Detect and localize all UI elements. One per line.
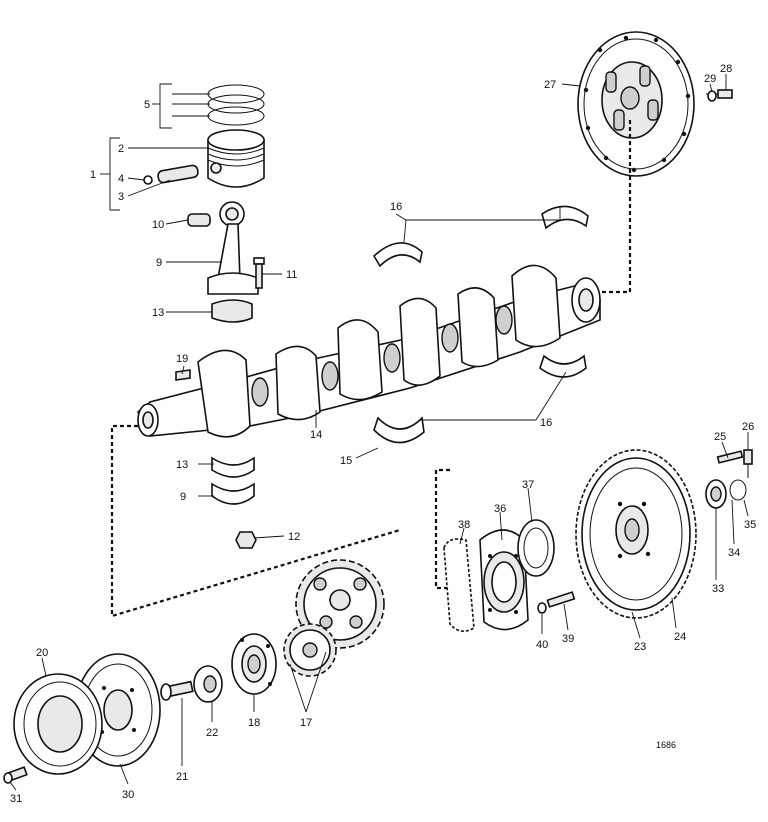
pulley-bolt [160, 680, 194, 701]
callout-9-cap: 9 [180, 491, 186, 503]
callout-11: 11 [286, 269, 297, 281]
callout-25: 25 [714, 431, 726, 443]
callout-14: 14 [310, 429, 322, 441]
callout-31: 31 [10, 793, 22, 805]
callout-35: 35 [744, 519, 756, 531]
callout-16-upper: 16 [390, 201, 402, 213]
callout-21: 21 [176, 771, 188, 783]
callout-12: 12 [288, 531, 300, 543]
flywheel-bolts [716, 449, 753, 478]
housing-bolt [537, 591, 576, 614]
clutch-bolt [706, 89, 733, 102]
callout-20: 20 [36, 647, 48, 659]
callout-18: 18 [248, 717, 260, 729]
callout-24: 24 [674, 631, 686, 643]
spacer [193, 665, 223, 703]
callout-2: 2 [118, 143, 124, 155]
piston [207, 129, 265, 188]
clutch-disc [577, 31, 695, 177]
callout-34: 34 [728, 547, 740, 559]
timing-gears [283, 559, 385, 677]
callout-4: 4 [118, 173, 124, 185]
callout-39: 39 [562, 633, 574, 645]
rod-nut [235, 531, 257, 549]
vibration-damper [13, 673, 103, 775]
flywheel [575, 449, 697, 619]
drawing-code: 1686 [656, 740, 676, 750]
callout-27: 27 [544, 79, 556, 91]
piston-rings [207, 84, 265, 126]
callout-9-rod: 9 [156, 257, 162, 269]
piston-pin [143, 164, 199, 185]
callout-10: 10 [152, 219, 164, 231]
callout-13-lower: 13 [176, 459, 188, 471]
callout-30: 30 [122, 789, 134, 801]
callout-16-lower: 16 [540, 417, 552, 429]
woodruff-key [175, 369, 191, 381]
crank-hub [231, 633, 277, 695]
callout-26: 26 [742, 421, 754, 433]
connecting-rod [207, 201, 259, 323]
callout-29: 29 [704, 73, 716, 85]
callout-28: 28 [720, 63, 732, 75]
callout-33: 33 [712, 583, 724, 595]
callout-13-upper: 13 [152, 307, 164, 319]
main-bearing-shells [211, 205, 589, 505]
callout-37: 37 [522, 479, 534, 491]
rear-seal [517, 519, 555, 577]
damper-bolt [3, 766, 28, 784]
crankshaft [137, 264, 601, 438]
small-end-bushing [187, 213, 211, 227]
seal-housing [443, 529, 529, 632]
callout-15: 15 [340, 455, 352, 467]
callout-5: 5 [144, 99, 150, 111]
pilot-bearing [705, 479, 747, 509]
callout-17: 17 [300, 717, 312, 729]
rod-bolt [253, 257, 265, 289]
leader-lines [9, 74, 749, 791]
callout-3: 3 [118, 191, 124, 203]
callout-22: 22 [206, 727, 218, 739]
callout-40: 40 [536, 639, 548, 651]
callout-23: 23 [634, 641, 646, 653]
callout-19: 19 [176, 353, 188, 365]
callout-36: 36 [494, 503, 506, 515]
callout-38: 38 [458, 519, 470, 531]
callout-1: 1 [90, 169, 96, 181]
